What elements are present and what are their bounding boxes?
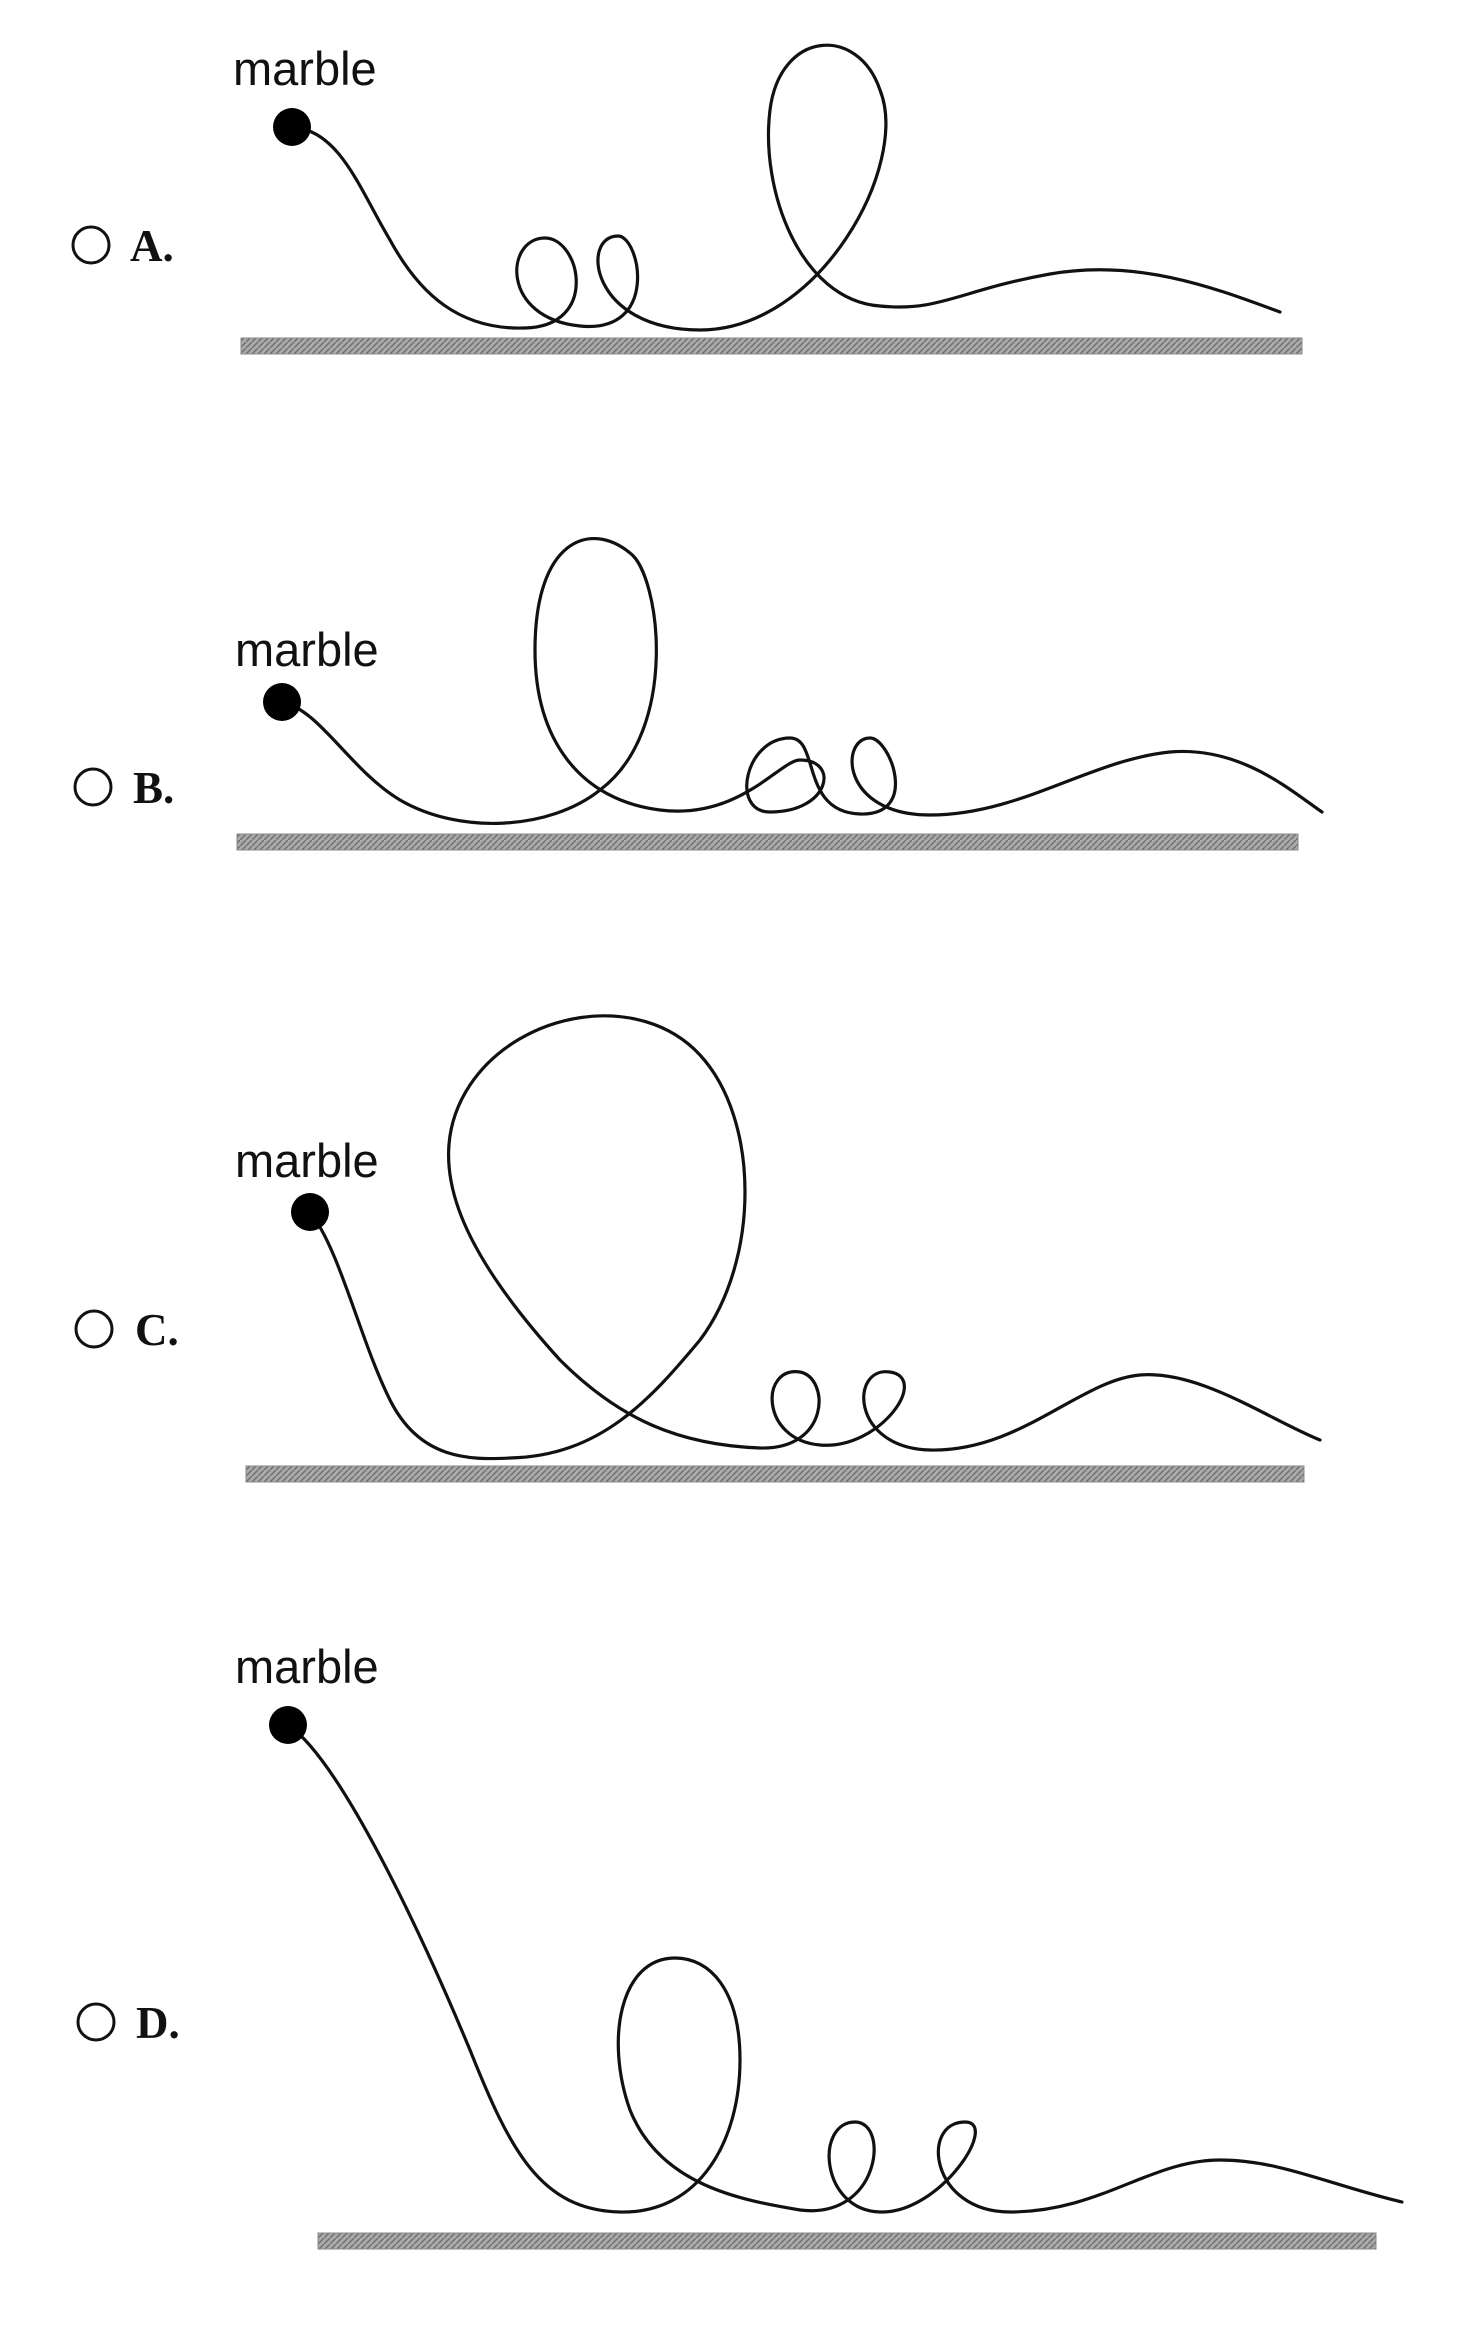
option-c-ground <box>245 1465 1305 1483</box>
option-d-ground <box>317 2232 1377 2250</box>
option-c-letter: C. <box>135 1305 179 1355</box>
option-a[interactable]: A. marble <box>71 42 1303 355</box>
option-d-letter: D. <box>136 1998 180 2048</box>
option-b-marble <box>263 683 301 721</box>
option-c-marble-label: marble <box>235 1134 379 1187</box>
option-d-marble-label: marble <box>235 1640 379 1693</box>
option-a-radio[interactable] <box>71 225 111 265</box>
option-c-radio[interactable] <box>74 1309 114 1349</box>
option-b-letter: B. <box>133 763 174 813</box>
option-a-marble <box>273 108 311 146</box>
option-c-marble <box>291 1193 329 1231</box>
option-a-letter: A. <box>130 221 174 271</box>
option-b-marble-label: marble <box>235 623 379 676</box>
option-c-track <box>308 1014 1322 1461</box>
option-d-marble <box>269 1706 307 1744</box>
option-a-track <box>290 43 1282 332</box>
option-b[interactable]: B. marble <box>73 537 1324 851</box>
option-b-track <box>280 537 1324 825</box>
option-d-radio[interactable] <box>76 2002 116 2042</box>
option-d[interactable]: D. marble <box>76 1640 1404 2250</box>
option-a-marble-label: marble <box>233 42 377 95</box>
option-a-ground <box>240 337 1303 355</box>
option-c[interactable]: C. marble <box>74 1014 1322 1483</box>
option-b-ground <box>236 833 1299 851</box>
option-b-radio[interactable] <box>73 767 113 807</box>
option-d-track <box>286 1723 1404 2214</box>
